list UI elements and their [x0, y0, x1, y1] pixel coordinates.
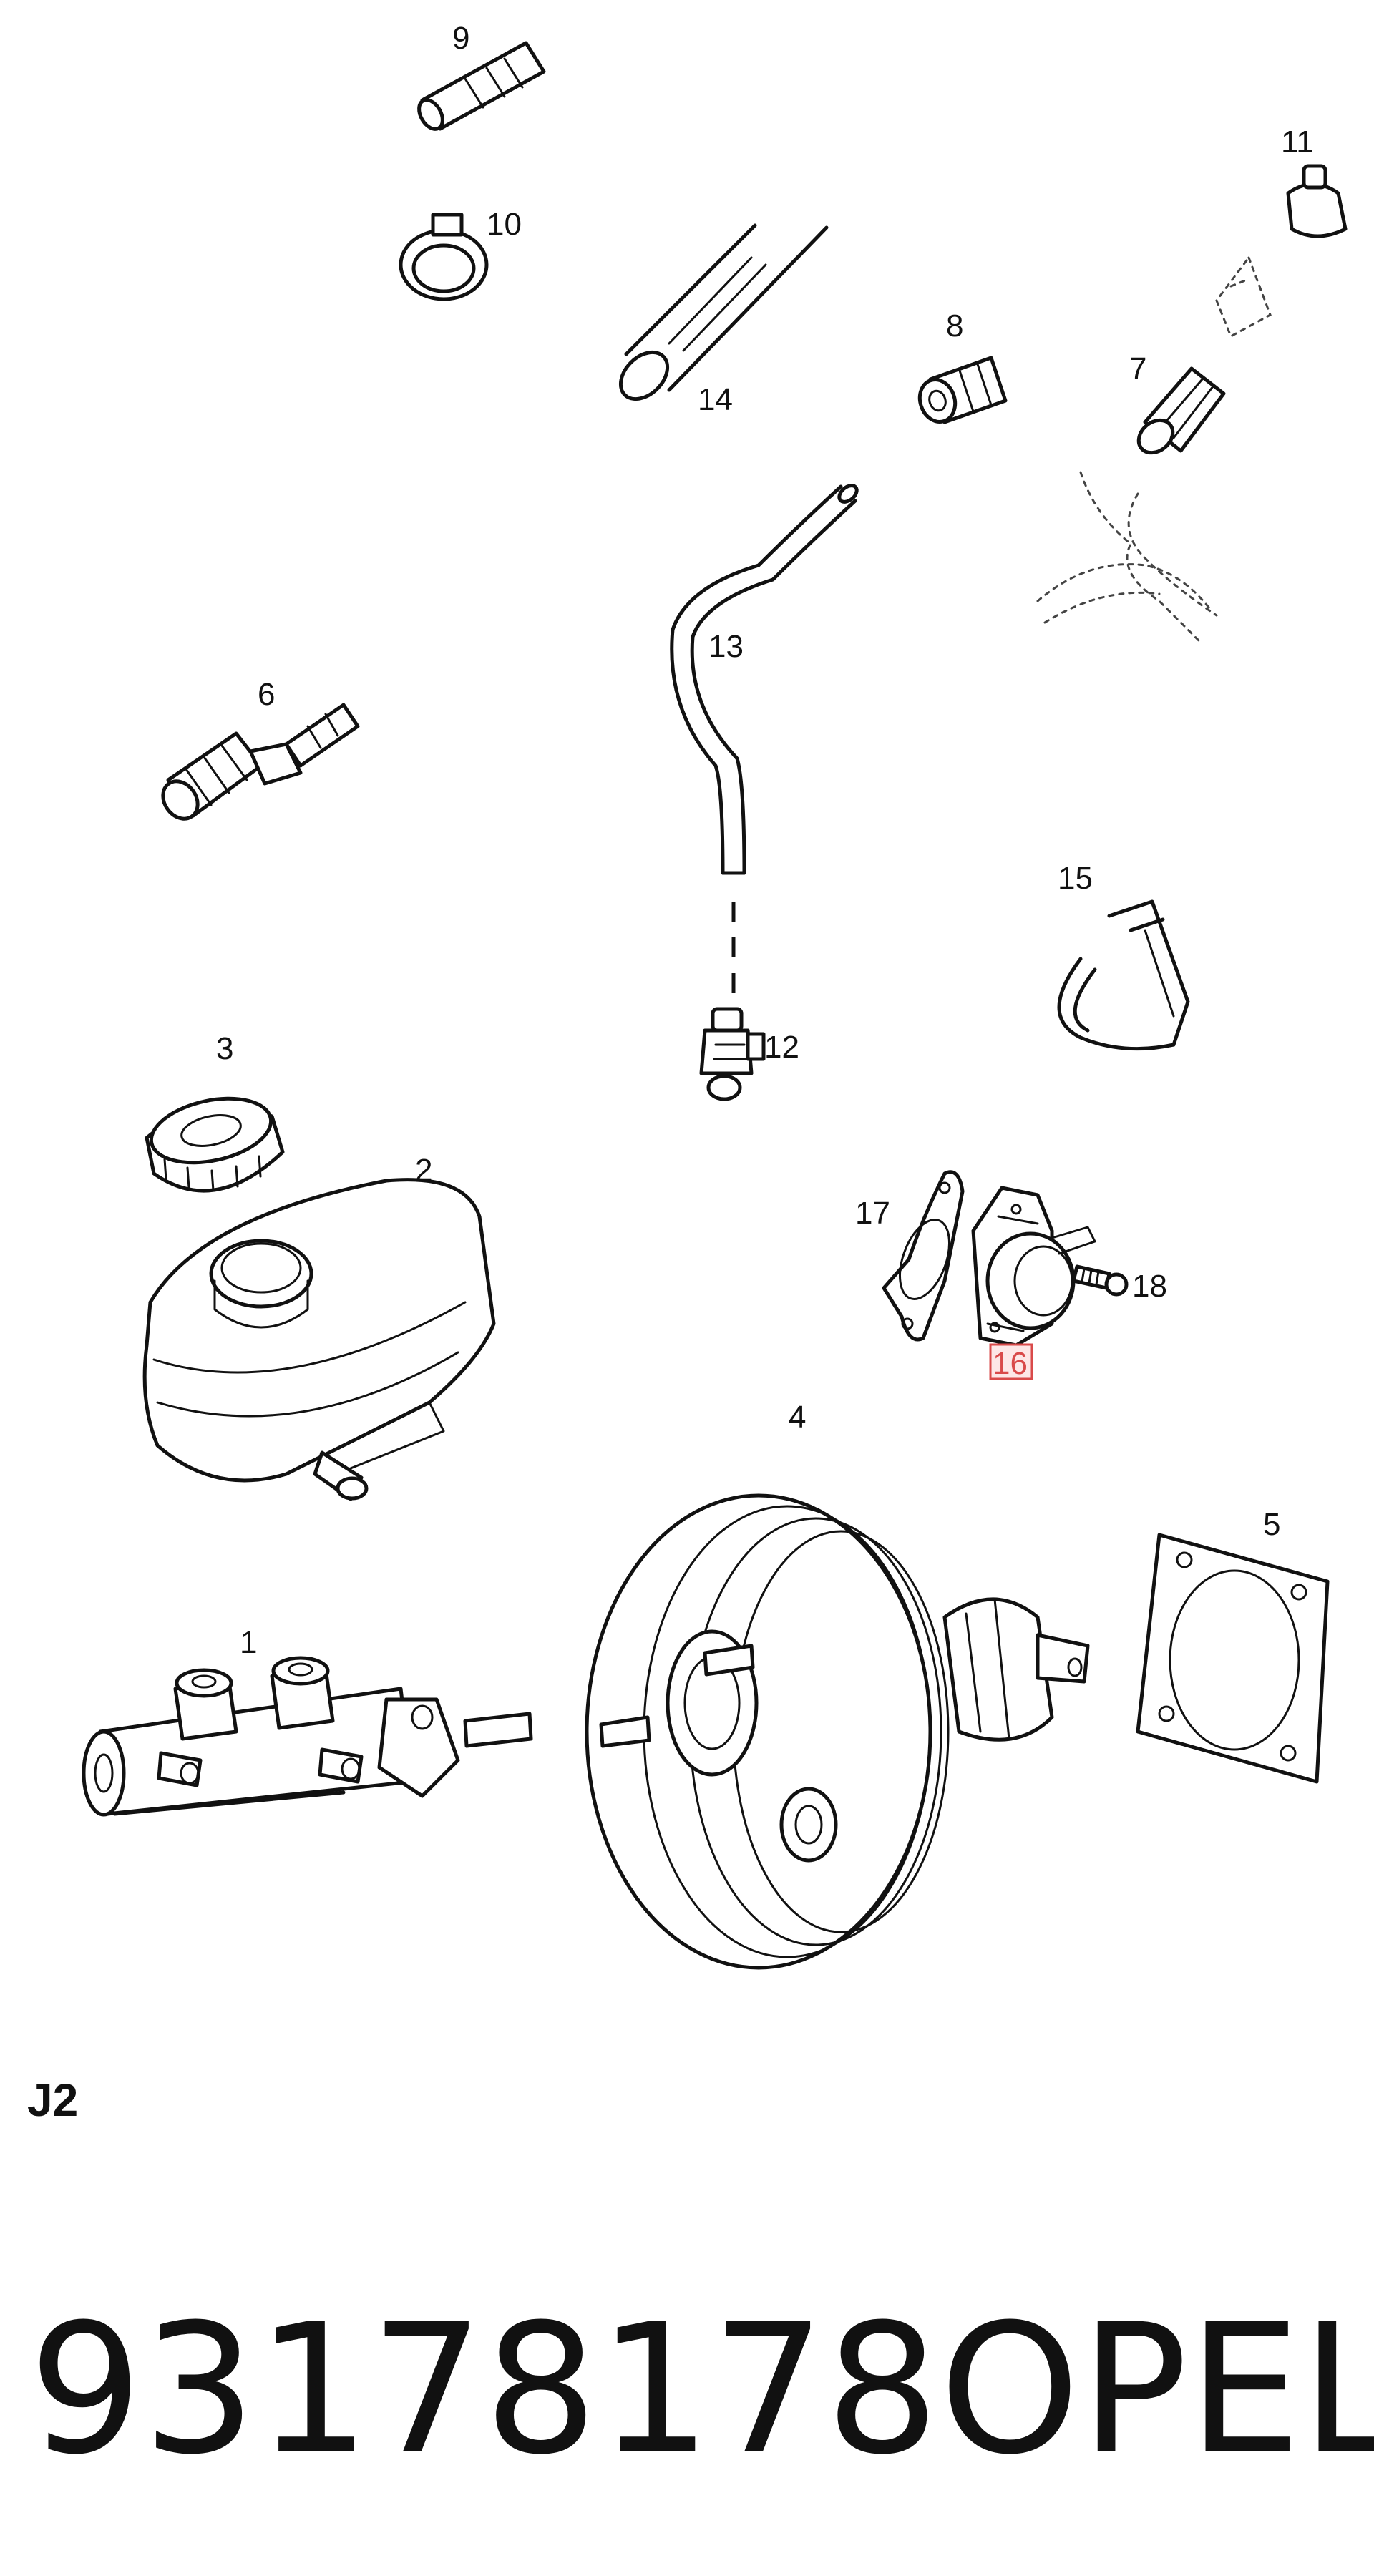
callout-16-highlight-box: [989, 1343, 1033, 1380]
part-11-cap: [1286, 164, 1348, 238]
part-14-vacuum-hose: [618, 223, 829, 401]
callout-8: 8: [946, 308, 963, 343]
callout-1: 1: [240, 1625, 257, 1660]
callout-18: 18: [1132, 1269, 1167, 1304]
part-16-vacuum-pump: [971, 1186, 1096, 1347]
callout-12: 12: [764, 1030, 799, 1065]
part-3-reservoir-cap: [145, 1096, 285, 1193]
callout-13: 13: [708, 629, 744, 664]
part-number: 93178178: [29, 2285, 940, 2494]
callout-3: 3: [216, 1031, 233, 1066]
part-17-gasket: [882, 1170, 965, 1342]
callout-16: 16: [993, 1346, 1028, 1381]
section-code: J2: [27, 2074, 79, 2126]
callout-10: 10: [487, 207, 522, 242]
part-1-master-cylinder: [82, 1656, 533, 1817]
part-13-vacuum-pipe: [670, 484, 859, 875]
part-5-seal-plate: [1136, 1533, 1330, 1784]
part-15-hose-clip: [1057, 899, 1190, 1051]
callout-4: 4: [789, 1400, 806, 1435]
callout-7: 7: [1129, 351, 1146, 386]
part-18-bolt: [1071, 1264, 1129, 1297]
part-2-fluid-reservoir: [142, 1178, 496, 1501]
part-10-hose-clamp: [399, 213, 489, 301]
brand-name: OPEL: [939, 2285, 1374, 2494]
dotted-engine-outline: [1036, 471, 1218, 645]
callout-9: 9: [452, 21, 469, 56]
callout-15: 15: [1058, 861, 1093, 896]
callout-6: 6: [258, 677, 275, 712]
callout-11: 11: [1281, 125, 1314, 160]
dotted-connector-outline: [1215, 255, 1272, 338]
callout-5: 5: [1263, 1507, 1280, 1542]
part-7-coupling: [1136, 366, 1226, 455]
callout-2: 2: [415, 1153, 432, 1188]
part-12-check-valve: [699, 1007, 766, 1101]
callout-14: 14: [698, 382, 733, 417]
footer: 93178178 OPEL: [29, 2283, 1374, 2497]
part-6-hose-connector: [161, 703, 360, 821]
callout-17: 17: [855, 1196, 890, 1231]
part-9-hose-nipple: [417, 41, 546, 131]
part-8-grommet: [917, 356, 1008, 424]
part-4-brake-booster: [585, 1493, 1090, 1970]
